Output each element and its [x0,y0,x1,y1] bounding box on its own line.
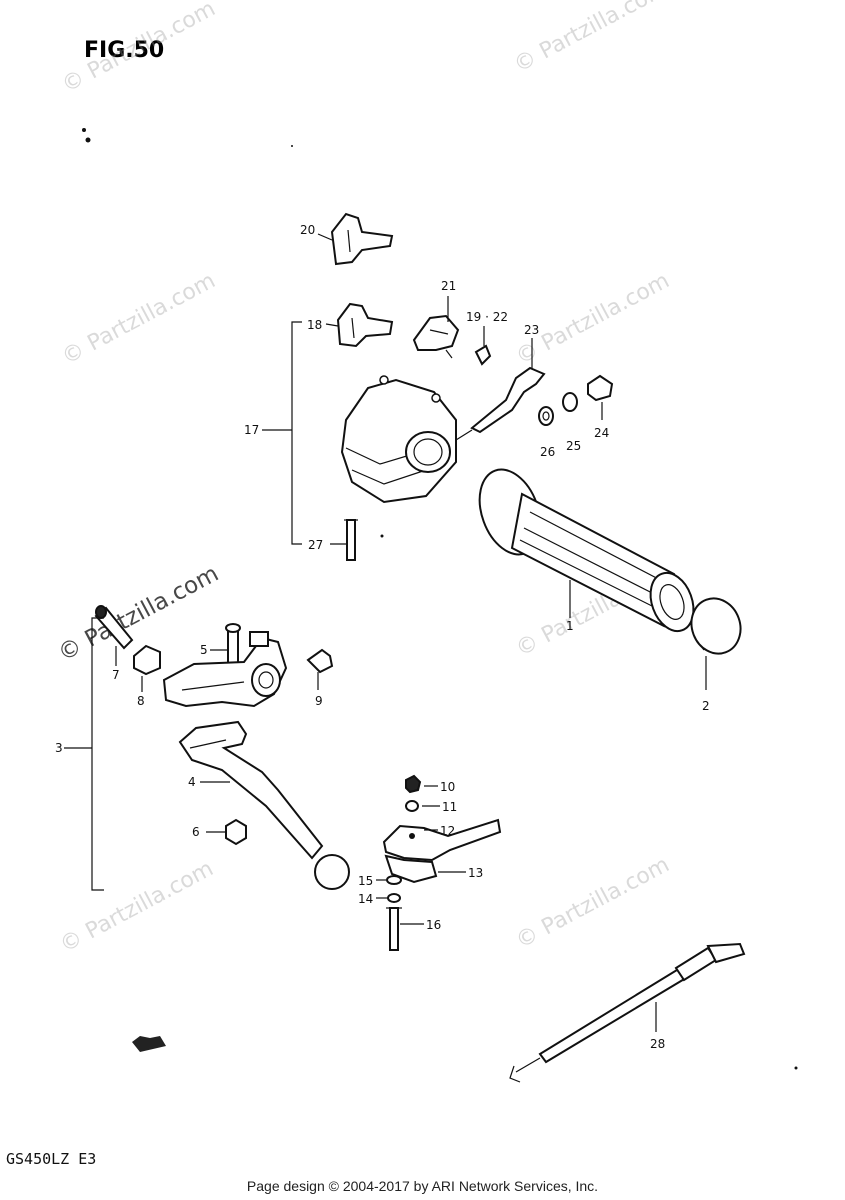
part-27-screw [344,519,358,561]
part-1-throttle-grip [478,468,695,633]
callout-11: 11 [442,800,457,814]
callout-10: 10 [440,780,455,794]
callout-5: 5 [200,643,208,657]
part-3-lever-holder [162,631,288,708]
part-21-switch [412,314,460,359]
part-23-lever [470,366,546,434]
callout-12: 12 [440,824,455,838]
callout-21: 21 [441,279,456,293]
callout-18: 18 [307,318,322,332]
callout-7: 7 [112,668,120,682]
callout-19-22: 19 · 22 [466,310,508,324]
part-4-brake-lever [178,720,350,890]
part-10-nut [405,774,422,794]
callout-15: 15 [358,874,373,888]
part-15-washer [386,875,402,885]
part-2-grip-end [690,597,742,655]
part-25-collar [562,392,578,412]
callout-4: 4 [188,775,196,789]
model-code: GS450LZ E3 [6,1150,97,1168]
callout-1: 1 [566,619,574,633]
part-8-cap [133,644,161,676]
callout-9: 9 [315,694,323,708]
part-17-switch-housing [340,375,473,504]
callout-20: 20 [300,223,315,237]
callout-25: 25 [566,439,581,453]
part-12-switch [382,818,502,862]
part-6-nut [225,818,247,846]
callout-3: 3 [55,741,63,755]
part-18-clamp [336,302,394,348]
footer-copyright: Page design © 2004-2017 by ARI Network S… [246,1178,599,1194]
callout-14: 14 [358,892,373,906]
callout-13: 13 [468,866,483,880]
callout-16: 16 [426,918,441,932]
part-20-clamp [330,212,394,266]
part-28-throttle-cable [509,942,746,1083]
part-9-bolt [306,648,334,674]
callout-27: 27 [308,538,323,552]
part-26-washer [538,406,554,426]
callout-8: 8 [137,694,145,708]
callout-2: 2 [702,699,710,713]
part-24-cap [587,374,614,402]
part-7-bolt [94,605,134,650]
callout-28: 28 [650,1037,665,1051]
callout-6: 6 [192,825,200,839]
part-16-screw [386,907,402,951]
fig-title: FIG.50 [84,38,165,63]
part-19-22-screw [474,344,492,366]
callout-23: 23 [524,323,539,337]
callout-24: 24 [594,426,609,440]
part-13-bracket [384,854,438,884]
callout-17: 17 [244,423,259,437]
callout-26: 26 [540,445,555,459]
part-11-washer [405,800,419,812]
part-14-washer [387,893,401,903]
